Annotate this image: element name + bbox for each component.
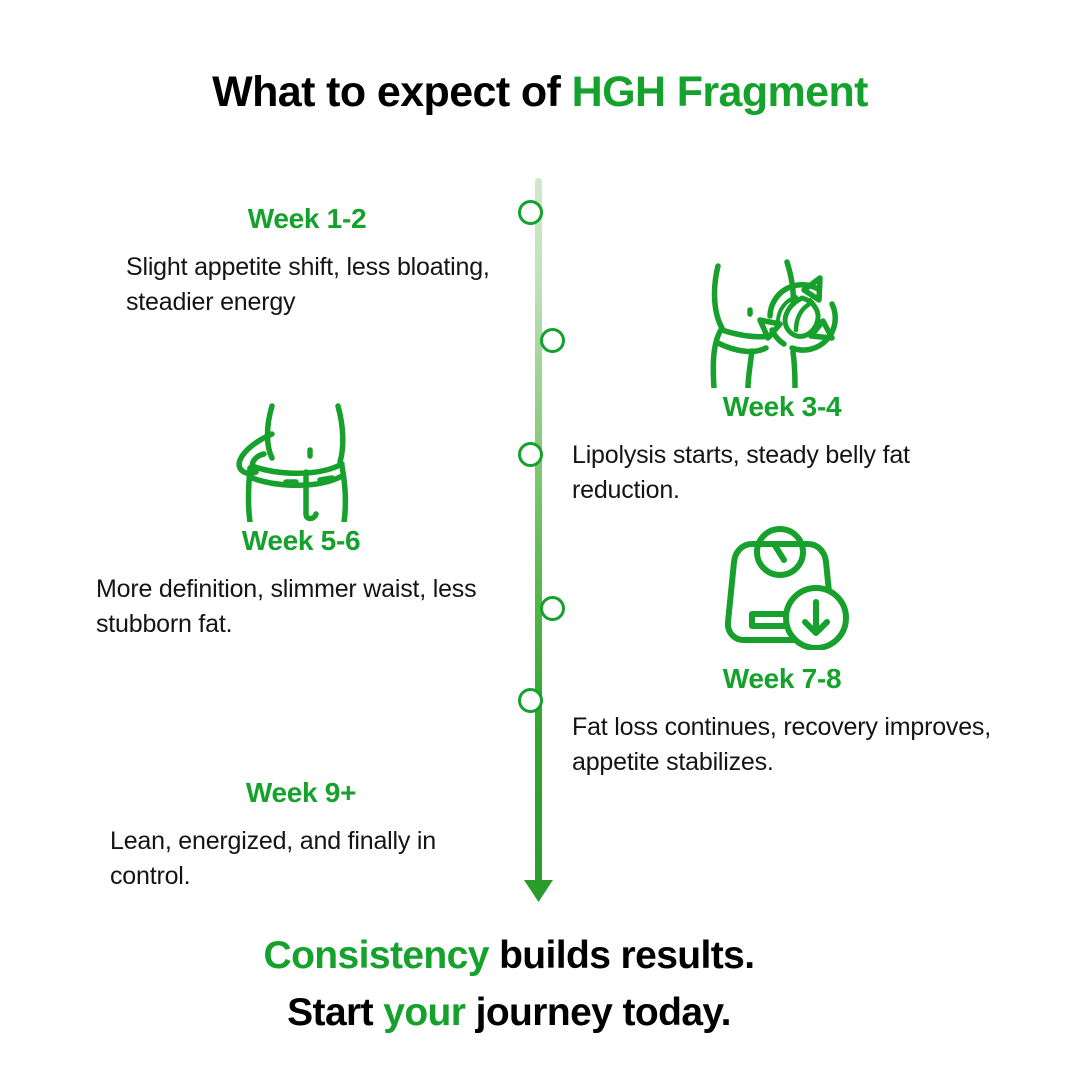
milestone-description: More definition, slimmer waist, less stu… [96,574,477,639]
milestone-description: Fat loss continues, recovery improves, a… [572,712,991,777]
page-title-accent: HGH Fragment [571,68,869,116]
footer-line-2-lead: Start [287,990,384,1034]
body-metabolism-cycle-icon [692,248,852,391]
weight-scale-down-icon [712,522,854,651]
footer-line-2-accent: your [383,990,466,1034]
footer-line-2: Start your journey today. [0,985,1018,1042]
footer-cta: Consistency builds results. Start your j… [0,928,1080,1041]
milestone-week-5-6: Week 5-6 More definition, slimmer waist,… [96,524,506,643]
timeline-dot-4 [540,596,565,621]
milestone-description: Slight appetite shift, less bloating, st… [126,252,490,317]
timeline-dot-2 [540,328,565,353]
footer-line-2-rest: journey today. [465,990,732,1034]
milestone-week-label: Week 9+ [245,777,357,808]
milestone-description: Lipolysis starts, steady belly fat reduc… [572,440,910,505]
milestone-week-label: Week 1-2 [247,203,367,234]
footer-line-1-rest: builds results. [488,934,755,977]
footer-line-1-accent: Consistency [263,934,490,977]
down-arrow-icon [524,880,553,902]
timeline-dot-5 [518,688,543,713]
timeline-dot-1 [518,200,543,225]
milestone-week-label: Week 5-6 [241,525,361,556]
milestone-week-3-4: Week 3-4 Lipolysis starts, steady belly … [572,390,992,509]
page-title: What to expect of HGH Fragment [0,68,1080,117]
milestone-week-label: Week 3-4 [722,391,842,422]
milestone-description: Lean, energized, and finally in control. [110,826,436,891]
timeline-spine [535,178,542,888]
timeline-dot-3 [518,442,543,467]
milestone-week-1-2: Week 1-2 Slight appetite shift, less blo… [108,202,506,321]
milestone-week-label: Week 7-8 [722,663,842,694]
waist-measuring-tape-icon [228,396,380,525]
milestone-week-7-8: Week 7-8 Fat loss continues, recovery im… [572,662,992,781]
page-title-lead: What to expect of [212,68,572,116]
footer-line-1: Consistency builds results. [0,928,1018,985]
milestone-week-9-plus: Week 9+ Lean, energized, and finally in … [96,776,506,895]
